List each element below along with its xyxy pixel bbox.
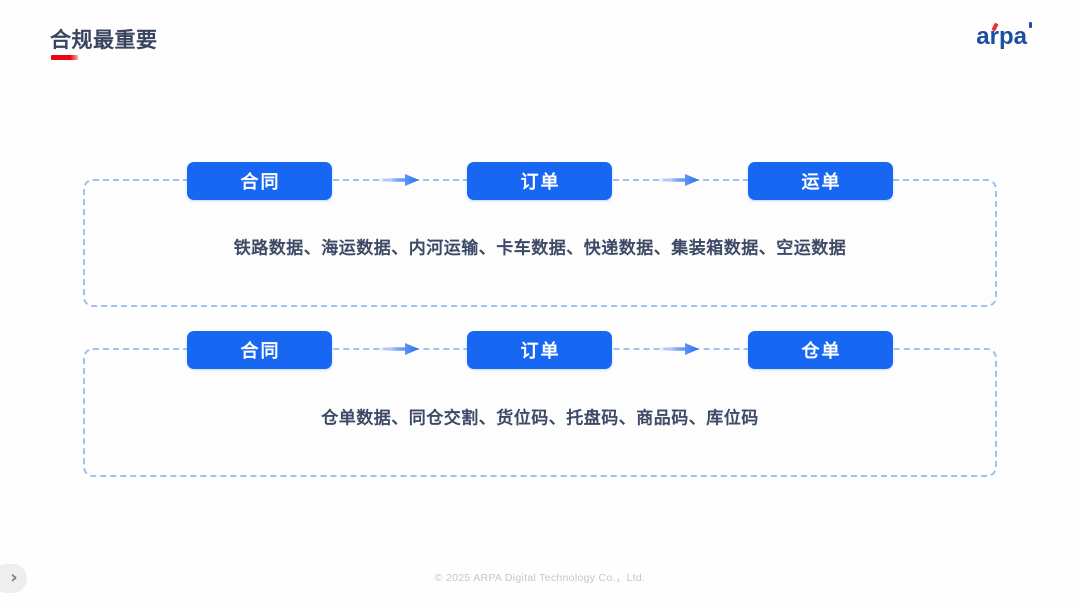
flow2-caption: 仓单数据、同仓交割、货位码、托盘码、商品码、库位码 xyxy=(321,408,759,427)
arpa-logo: arpa xyxy=(976,22,1032,50)
next-button[interactable]: › xyxy=(0,564,27,593)
flow1-step-contract: 合同 xyxy=(187,162,332,200)
flow2-step-warehouse-receipt: 仓单 xyxy=(748,331,893,369)
arpa-logo-text: arpa xyxy=(976,23,1027,50)
chevron-right-icon: › xyxy=(10,567,18,589)
flow1-step-order: 订单 xyxy=(467,162,612,200)
logo-tick-mark xyxy=(1029,22,1032,28)
flow1-caption: 铁路数据、海运数据、内河运输、卡车数据、快递数据、集装箱数据、空运数据 xyxy=(233,238,847,258)
title-underline-accent xyxy=(51,55,78,60)
flow-arrow-icon xyxy=(659,174,699,186)
flow-arrow-icon xyxy=(379,343,419,355)
flow-box-transport: 合同 订单 运单 铁路数据、海运数据、内河运输、卡车数据、快递数据、集装箱数据、… xyxy=(83,162,997,307)
flow2-step-order: 订单 xyxy=(467,331,612,369)
flow1-step-waybill: 运单 xyxy=(748,162,893,200)
footer-copyright: © 2025 ARPA Digital Technology Co.，Ltd. xyxy=(434,572,646,584)
page-title: 合规最重要 xyxy=(50,29,158,52)
flow-box-warehouse: 合同 订单 仓单 仓单数据、同仓交割、货位码、托盘码、商品码、库位码 xyxy=(83,331,997,477)
flow-arrow-icon xyxy=(379,174,419,186)
flow2-step-contract: 合同 xyxy=(187,331,332,369)
flow-arrow-icon xyxy=(659,343,699,355)
